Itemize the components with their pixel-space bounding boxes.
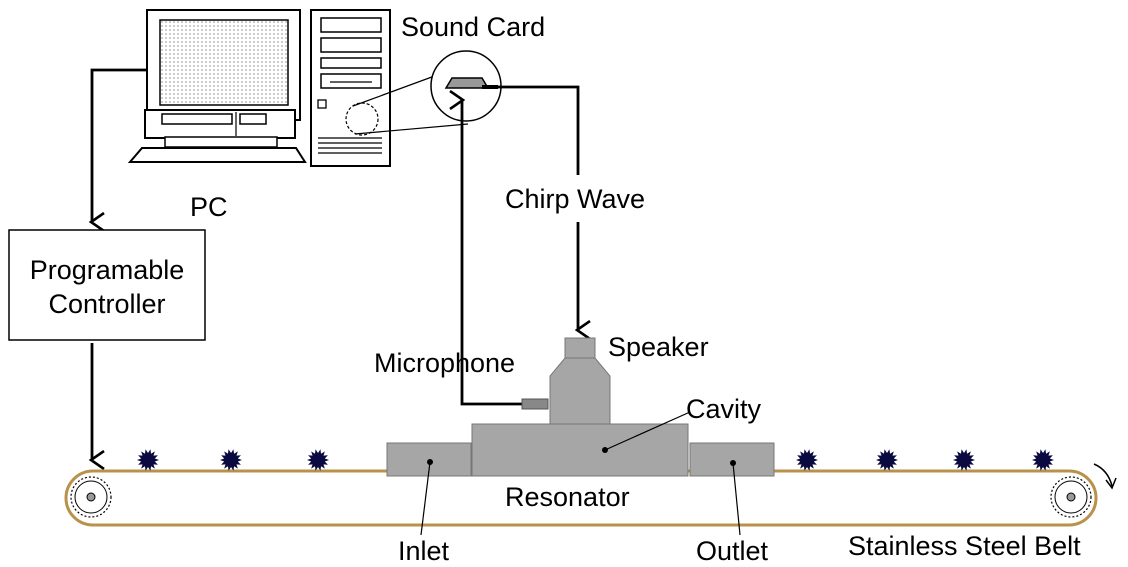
outlet-label: Outlet [696, 536, 769, 566]
resonator-label: Resonator [505, 482, 630, 512]
right-pulley-gear-icon [1050, 476, 1092, 518]
microphone-to-soundcard-arrow [462, 100, 522, 406]
microphone-label: Microphone [374, 348, 515, 378]
particle [953, 449, 975, 471]
particle [876, 449, 898, 471]
particle [307, 449, 329, 471]
outlet-block [689, 442, 775, 477]
pc-to-controller-arrow [92, 68, 147, 222]
microphone-icon [521, 398, 549, 410]
particle [796, 449, 818, 471]
inlet-label: Inlet [398, 536, 450, 566]
speaker-label: Speaker [608, 332, 709, 362]
sound-card-icon [444, 77, 490, 89]
particle [220, 449, 242, 471]
sound-card-zoom [352, 50, 502, 135]
chirp-wave-label: Chirp Wave [505, 184, 645, 214]
pc-tower-icon [310, 9, 391, 167]
particle [1032, 449, 1054, 471]
sound-card-label: Sound Card [401, 12, 545, 42]
controller-label-line1: Programable [30, 255, 185, 285]
speaker-body [549, 357, 611, 425]
resonator-cavity-block [471, 423, 689, 477]
left-pulley-gear-icon [70, 476, 112, 518]
particles [137, 449, 1054, 471]
controller-label-line2: Controller [48, 289, 165, 319]
cavity-label: Cavity [686, 394, 762, 424]
speaker-top [564, 337, 596, 359]
rotation-arrow-icon [1093, 463, 1113, 487]
belt-label: Stainless Steel Belt [848, 531, 1081, 561]
desktop-computer-icon [127, 9, 307, 163]
pc-label: PC [190, 192, 228, 222]
particle [137, 449, 159, 471]
controller-box [8, 229, 206, 341]
chirp-wire [498, 85, 580, 175]
